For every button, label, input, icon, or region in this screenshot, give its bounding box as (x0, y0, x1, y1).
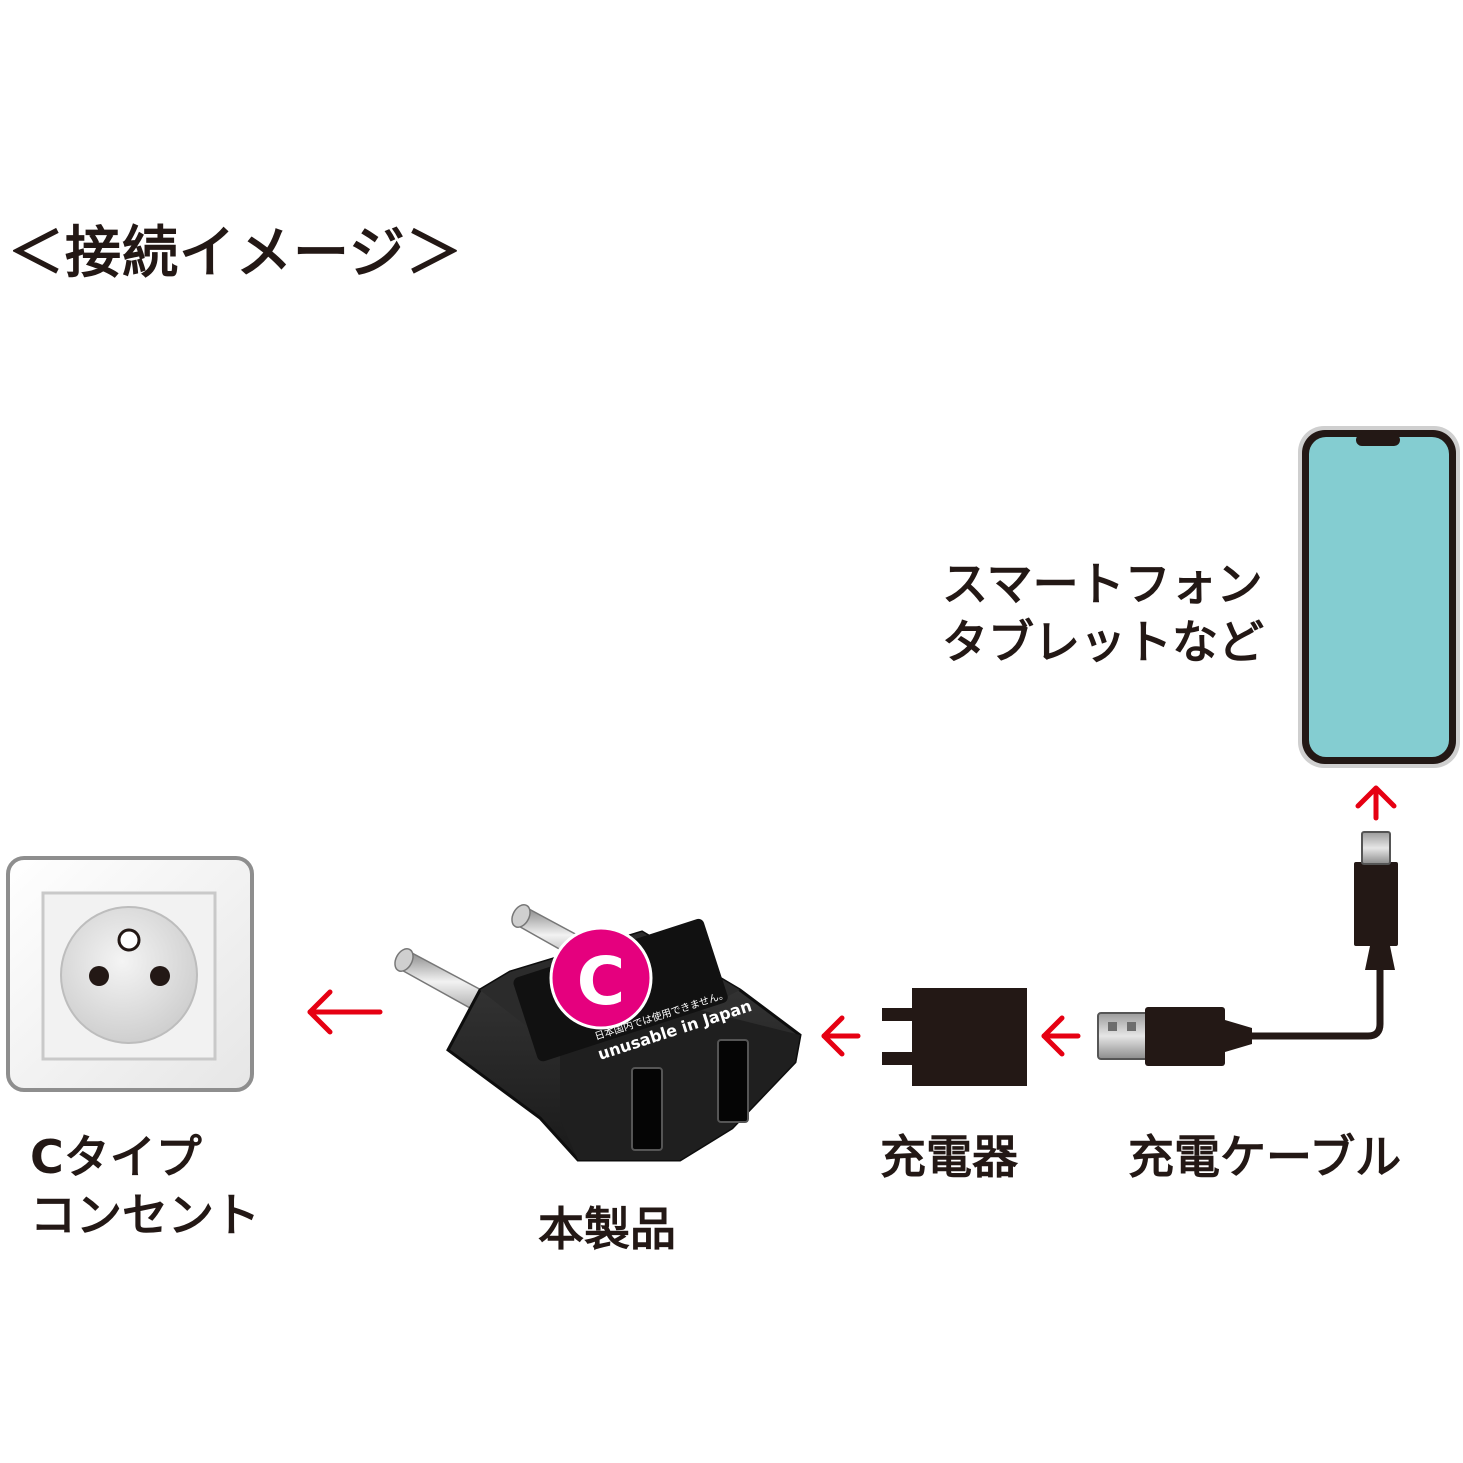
smartphone-label: スマートフォン タブレットなど (942, 555, 1264, 671)
outlet-label-line1: Cタイプ (30, 1130, 202, 1184)
outlet-label: Cタイプ コンセント (30, 1128, 260, 1244)
adapter-sticker-letter: C (577, 943, 625, 1020)
product-label: 本製品 (538, 1202, 676, 1256)
smartphone-label-line1: スマートフォン (942, 557, 1263, 611)
adapter-icon: C 日本国内では使用できません。 unusable in Japan (394, 904, 802, 1162)
outlet-icon (6, 856, 254, 1092)
arrow-up-icon (1355, 785, 1397, 821)
charger-label: 充電器 (880, 1130, 1018, 1184)
page-title: ＜接続イメージ＞ (8, 221, 463, 286)
charger-icon (882, 988, 1027, 1086)
usb-cable-icon (1097, 831, 1398, 1066)
arrow-left-icon (821, 1015, 861, 1057)
outlet-label-line2: コンセント (30, 1188, 260, 1242)
arrow-left-icon (1041, 1015, 1081, 1057)
cable-label: 充電ケーブル (1128, 1130, 1402, 1184)
arrow-left-icon (307, 989, 383, 1035)
smartphone-label-line2: タブレットなど (942, 615, 1264, 669)
smartphone-icon (1298, 426, 1460, 768)
